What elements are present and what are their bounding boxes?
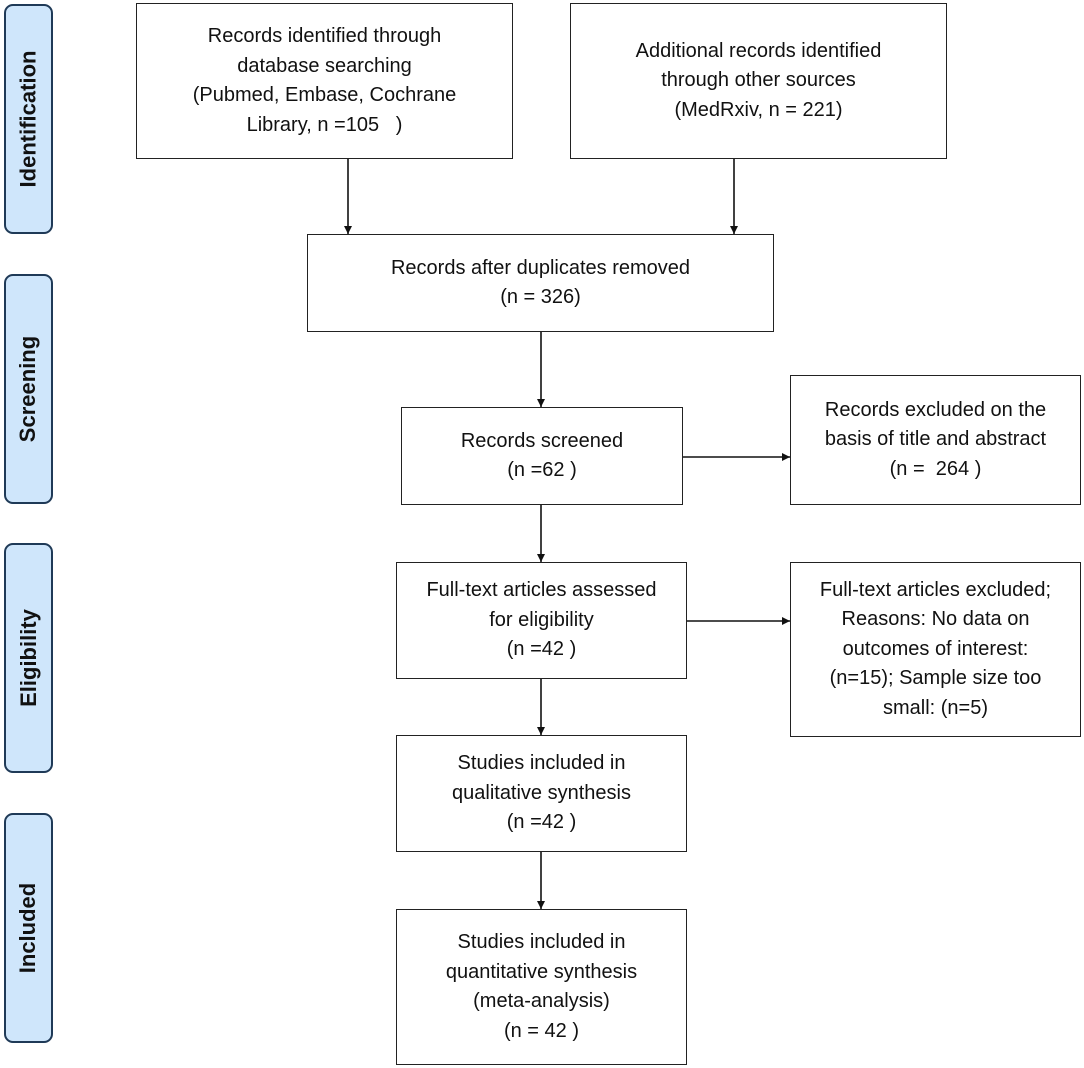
box-line: Records excluded on the	[824, 398, 1047, 421]
box-line: Records identified through	[207, 25, 442, 47]
stage-identification: Identification	[4, 4, 53, 234]
box-line: qualitative synthesis	[452, 781, 631, 804]
box-line: outcomes of interest:	[842, 637, 1029, 660]
box-line: Studies included in	[457, 931, 626, 953]
box-line: basis of title and abstract	[824, 428, 1047, 451]
box-line: Records after duplicates removed	[390, 256, 691, 279]
box-line: Additional records identified	[635, 39, 882, 62]
box-fulltext-excluded: Full-text articles excluded; Reasons: No…	[790, 562, 1081, 737]
box-line: Full-text articles excluded;	[819, 578, 1052, 601]
box-line: database searching	[237, 54, 412, 77]
box-line: (MedRxiv, n = 221)	[674, 98, 843, 121]
box-excluded-title-abstract: Records excluded on the basis of title a…	[790, 375, 1081, 505]
box-other-sources: Additional records identified through ot…	[570, 3, 947, 159]
stage-screening: Screening	[4, 274, 53, 504]
box-line: (n =62 )	[507, 459, 577, 481]
box-line: Records screened	[460, 429, 624, 452]
box-line: (n =42 )	[506, 811, 577, 834]
box-line: (n =42 )	[506, 638, 577, 661]
box-line: Full-text articles assessed	[426, 579, 657, 602]
box-line: (n = 264 )	[889, 457, 982, 480]
box-line: (n=15); Sample size too	[829, 667, 1042, 690]
box-line: Reasons: No data on	[841, 608, 1030, 631]
box-qualitative-synthesis: Studies included in qualitative synthesi…	[396, 735, 687, 852]
box-line: (n = 326)	[500, 286, 581, 308]
box-fulltext-assessed: Full-text articles assessed for eligibil…	[396, 562, 687, 679]
stage-included: Included	[4, 813, 53, 1043]
box-line: (Pubmed, Embase, Cochrane	[192, 84, 457, 106]
box-records-screened: Records screened (n =62 )	[401, 407, 683, 505]
box-quantitative-synthesis: Studies included in quantitative synthes…	[396, 909, 687, 1065]
stage-eligibility: Eligibility	[4, 543, 53, 773]
box-after-duplicates: Records after duplicates removed (n = 32…	[307, 234, 774, 332]
box-line: for eligibility	[489, 608, 594, 631]
box-line: through other sources	[661, 69, 856, 92]
box-line: Library, n =105 )	[246, 113, 403, 136]
box-database-records: Records identified through database sear…	[136, 3, 513, 159]
box-line: quantitative synthesis	[445, 960, 638, 983]
box-line: (meta-analysis)	[473, 990, 610, 1012]
box-line: Studies included in	[457, 752, 626, 775]
box-line: small: (n=5)	[882, 696, 989, 719]
box-line: (n = 42 )	[503, 1019, 580, 1042]
